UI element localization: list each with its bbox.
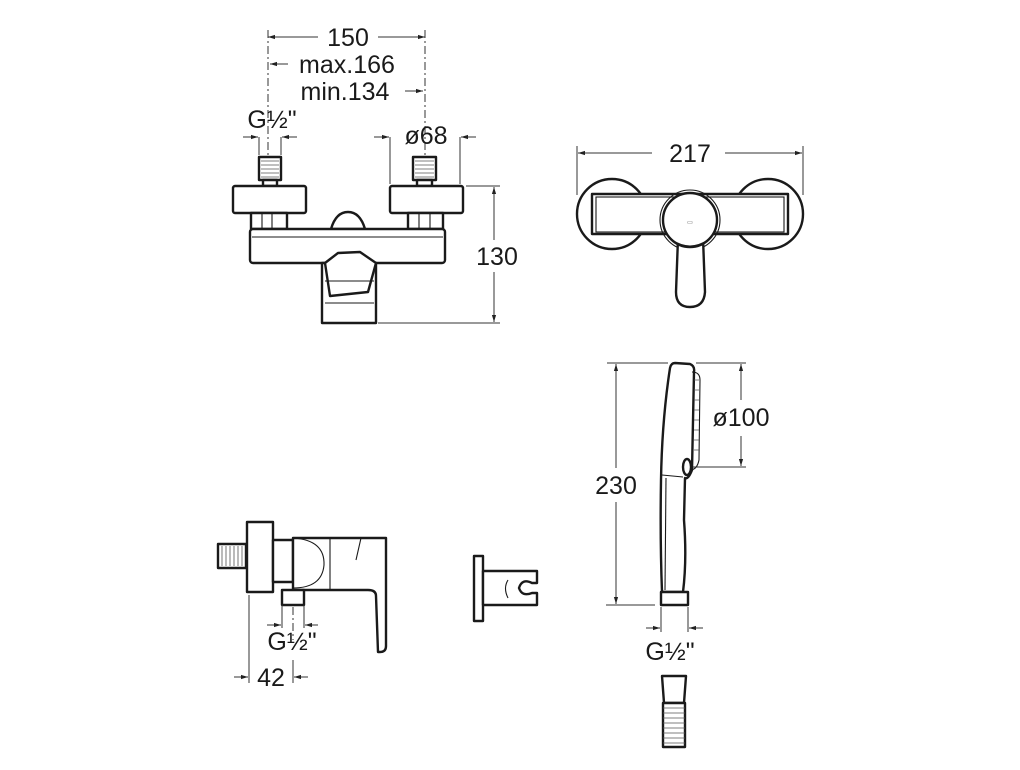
dimension-max-166: max.166 [299, 51, 395, 79]
dimension-230: 230 [595, 472, 637, 500]
head-diameter-label: ø100 [713, 404, 770, 432]
brand-logo: ▭ [687, 220, 693, 226]
outlet-thread-label: G½" [267, 628, 316, 656]
flange-diameter-label: ø68 [404, 122, 447, 150]
dimension-130: 130 [476, 243, 518, 271]
dimension-217: 217 [669, 140, 711, 168]
dimension-150: 150 [327, 24, 369, 52]
hand-shower-view: 230 ø100 G½" [595, 361, 770, 749]
dimension-42: 42 [257, 664, 285, 692]
inlet-thread-label: G½" [247, 106, 296, 134]
connection-thread-label: G½" [645, 638, 694, 666]
shower-holder [472, 554, 539, 623]
dimension-min-134: min.134 [301, 78, 390, 106]
shower-hose [660, 674, 688, 749]
mixer-side-view: 150 max.166 min.134 G½" ø68 [231, 24, 518, 325]
mixer-front-view: 217 ▭ [575, 140, 805, 309]
valve-side-view: G½" 42 [216, 520, 388, 692]
